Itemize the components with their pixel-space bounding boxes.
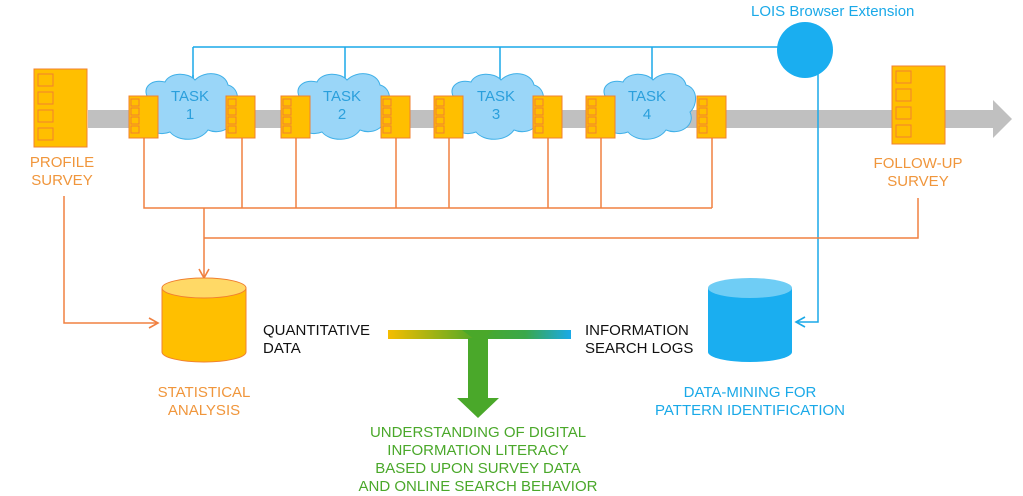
statistical-analysis-label: STATISTICAL ANALYSIS: [144, 384, 264, 420]
datamining-line1: DATA-MINING FOR: [683, 384, 817, 401]
datamining-line2: PATTERN IDENTIFICATION: [655, 402, 845, 419]
task-number: 3: [491, 106, 501, 123]
result-line: INFORMATION LITERACY: [387, 442, 569, 459]
followup-survey-line1: FOLLOW-UP: [873, 155, 963, 172]
task-label-2: TASK 2: [312, 88, 372, 124]
logs-line1: INFORMATION: [585, 322, 689, 339]
pre-task-survey-icon: [585, 95, 616, 139]
quantitative-data-label: QUANTITATIVE DATA: [263, 322, 370, 358]
pre-task-survey-icon: [433, 95, 464, 139]
task-clouds: [141, 73, 696, 140]
task-word: TASK: [170, 88, 210, 105]
followup-survey-icon: [891, 65, 946, 145]
task-word: TASK: [322, 88, 362, 105]
post-task-survey-icon: [696, 95, 727, 139]
pre-task-survey-icon: [280, 95, 311, 139]
task-number: 2: [337, 106, 347, 123]
task-label-3: TASK 3: [466, 88, 526, 124]
followup-survey-label: FOLLOW-UP SURVEY: [868, 155, 968, 191]
result-label: UNDERSTANDING OF DIGITAL INFORMATION LIT…: [348, 424, 608, 496]
statistical-database-icon: [161, 277, 247, 363]
statistical-line1: STATISTICAL: [157, 384, 251, 401]
profile-survey-line2: SURVEY: [31, 172, 93, 189]
task-number: 4: [642, 106, 652, 123]
datamining-database-icon: [708, 278, 792, 362]
task-number: 1: [185, 106, 195, 123]
logs-line2: SEARCH LOGS: [585, 340, 694, 357]
task-label-1: TASK 1: [160, 88, 220, 124]
post-task-survey-icon: [380, 95, 411, 139]
quantitative-line1: QUANTITATIVE: [263, 322, 370, 339]
merge-arrow: [388, 330, 571, 418]
post-task-survey-icon: [532, 95, 563, 139]
statistical-line2: ANALYSIS: [167, 402, 241, 419]
profile-survey-label: PROFILE SURVEY: [22, 154, 102, 190]
extension-label: LOIS Browser Extension: [751, 3, 915, 20]
quantitative-line2: DATA: [263, 340, 301, 357]
profile-survey-icon: [33, 68, 88, 148]
result-line: AND ONLINE SEARCH BEHAVIOR: [358, 478, 598, 495]
survey-connectors: [63, 138, 919, 329]
profile-survey-line1: PROFILE: [29, 154, 95, 171]
result-line: BASED UPON SURVEY DATA: [375, 460, 581, 477]
result-line: UNDERSTANDING OF DIGITAL: [369, 424, 587, 441]
followup-survey-line2: SURVEY: [887, 173, 949, 190]
post-task-survey-icon: [225, 95, 256, 139]
pre-task-survey-icon: [128, 95, 159, 139]
task-word: TASK: [476, 88, 516, 105]
task-surveys: [128, 95, 727, 139]
task-word: TASK: [627, 88, 667, 105]
task-label-4: TASK 4: [617, 88, 677, 124]
browser-extension-icon: [777, 22, 833, 78]
datamining-label: DATA-MINING FOR PATTERN IDENTIFICATION: [650, 384, 850, 420]
search-logs-label: INFORMATION SEARCH LOGS: [585, 322, 693, 358]
